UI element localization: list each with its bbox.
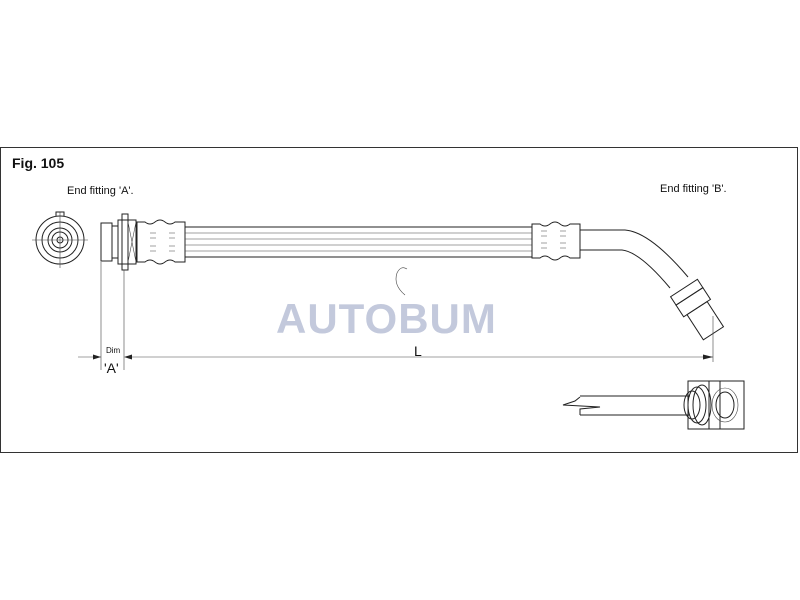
end-fitting-b-label: End fitting 'B'.: [660, 183, 727, 195]
length-label: L: [414, 343, 422, 359]
figure-title: Fig. 105: [12, 155, 64, 171]
end-fitting-b-side-view: [562, 380, 745, 430]
dim-label: Dim: [106, 346, 121, 355]
hose: [185, 226, 532, 258]
dim-a-label: 'A': [104, 360, 119, 376]
watermark-swirl-icon: [395, 267, 408, 296]
watermark-logo: AUTOBUM: [276, 295, 497, 342]
dimension-a: Dim 'A': [78, 262, 132, 376]
dimension-l: L: [132, 343, 713, 360]
end-view-a: [32, 211, 88, 268]
figure-frame: [0, 147, 798, 453]
crimp-b: [531, 221, 581, 261]
end-fitting-a: [100, 213, 186, 271]
end-fitting-a-label: End fitting 'A'.: [67, 185, 134, 197]
end-fitting-b: [580, 229, 725, 362]
